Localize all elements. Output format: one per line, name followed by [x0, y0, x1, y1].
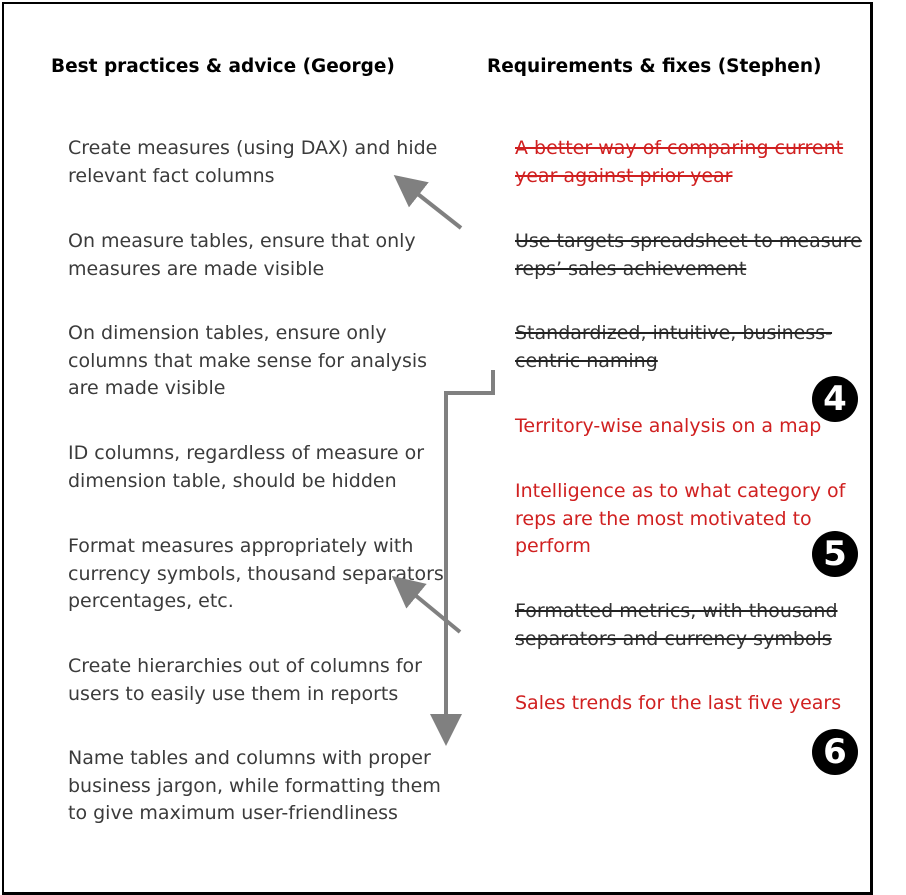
- item-text: A better way of comparing current year a…: [515, 137, 844, 187]
- list-item: Format measures appropriately with curre…: [68, 533, 458, 616]
- item-text: Name tables and columns with proper busi…: [68, 747, 441, 824]
- badge-6: 6: [812, 729, 858, 775]
- list-item: Use targets spreadsheet to measure reps’…: [515, 228, 865, 283]
- arrow-to-naming: [430, 370, 495, 746]
- list-item: Intelligence as to what category of reps…: [515, 478, 865, 561]
- left-heading: Best practices & advice (George): [51, 56, 395, 77]
- list-item: On measure tables, ensure that only meas…: [68, 228, 458, 283]
- list-item: On dimension tables, ensure only columns…: [68, 320, 458, 403]
- item-text: On dimension tables, ensure only columns…: [68, 322, 428, 399]
- badge-4: 4: [812, 376, 858, 422]
- item-text: Format measures appropriately with curre…: [68, 535, 450, 612]
- item-text: On measure tables, ensure that only meas…: [68, 230, 416, 280]
- item-text: Use targets spreadsheet to measure reps’…: [515, 230, 862, 280]
- list-item: Name tables and columns with proper busi…: [68, 745, 458, 828]
- arrow-to-format-measures: [391, 575, 462, 634]
- badge-5: 5: [812, 531, 858, 577]
- list-item: ID columns, regardless of measure or dim…: [68, 440, 458, 495]
- item-text: Create measures (using DAX) and hide rel…: [68, 137, 438, 187]
- item-text: Sales trends for the last five years: [515, 692, 842, 714]
- item-text: ID columns, regardless of measure or dim…: [68, 442, 425, 492]
- list-item: Create measures (using DAX) and hide rel…: [68, 135, 458, 190]
- item-text: Territory-wise analysis on a map: [515, 415, 822, 437]
- list-item: Formatted metrics, with thousand separat…: [515, 598, 865, 653]
- list-item: Standardized, intuitive, business-centri…: [515, 320, 865, 375]
- item-text: Intelligence as to what category of reps…: [515, 480, 846, 557]
- item-text: Create hierarchies out of columns for us…: [68, 655, 422, 705]
- list-item: Territory-wise analysis on a map: [515, 413, 865, 441]
- arrow-to-measures: [393, 175, 463, 230]
- diagram-frame: [2, 2, 873, 895]
- list-item: A better way of comparing current year a…: [515, 135, 865, 190]
- item-text: Standardized, intuitive, business-centri…: [515, 322, 833, 372]
- list-item: Sales trends for the last five years: [515, 690, 865, 718]
- item-text: Formatted metrics, with thousand separat…: [515, 600, 838, 650]
- right-heading: Requirements & fixes (Stephen): [487, 56, 822, 77]
- list-item: Create hierarchies out of columns for us…: [68, 653, 458, 708]
